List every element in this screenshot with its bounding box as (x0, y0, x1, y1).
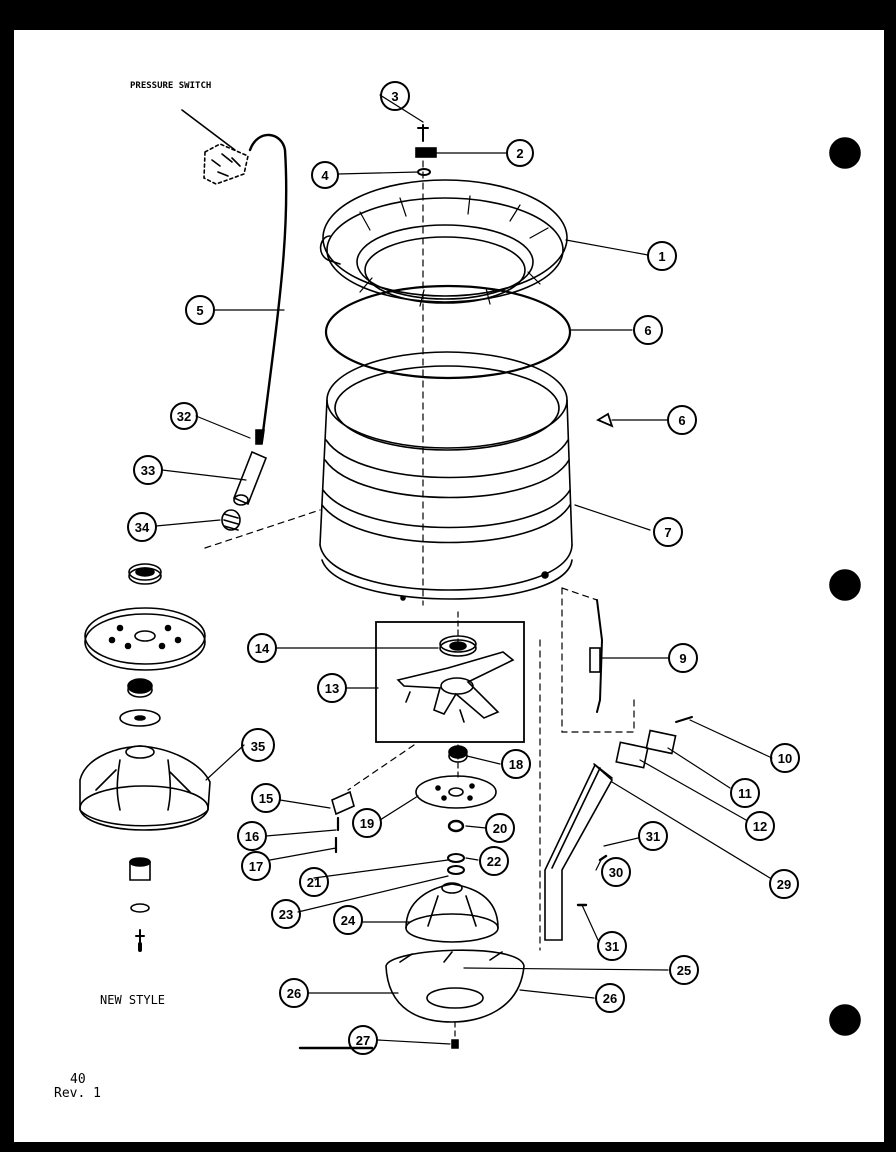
binder-hole-bottom (829, 1004, 861, 1036)
page-number: 40 (70, 1072, 86, 1087)
svg-text:23: 23 (279, 907, 293, 922)
svg-text:35: 35 (251, 739, 265, 754)
new-style-label: NEW STYLE (100, 993, 165, 1007)
tub-spider (396, 651, 515, 723)
callout-numbers: 1 2 3 4 5 6 6 7 8 9 10 11 12 13 14 15 16… (135, 89, 792, 1048)
switch-bracket (331, 790, 355, 854)
svg-text:11: 11 (738, 786, 752, 801)
svg-text:24: 24 (341, 913, 356, 928)
tub-ring (319, 179, 568, 307)
tub-gasket (324, 284, 572, 380)
svg-text:7: 7 (664, 525, 671, 540)
outer-tub (319, 351, 573, 601)
svg-text:31: 31 (605, 939, 619, 954)
brake-plate (415, 775, 497, 809)
svg-text:4: 4 (321, 168, 329, 183)
svg-text:2: 2 (516, 146, 523, 161)
pressure-switch-part (203, 143, 249, 185)
hose (248, 133, 288, 442)
svg-text:5: 5 (196, 303, 203, 318)
mounting-plate-inner (645, 729, 677, 755)
svg-text:18: 18 (509, 757, 523, 772)
binder-hole-middle (829, 569, 861, 601)
svg-text:19: 19 (360, 816, 374, 831)
svg-text:26: 26 (287, 986, 301, 1001)
washer (417, 168, 431, 176)
svg-text:6: 6 (644, 323, 651, 338)
svg-text:30: 30 (609, 865, 623, 880)
callout-leaders (155, 94, 773, 1045)
svg-text:1: 1 (658, 249, 665, 264)
screw (417, 124, 429, 142)
svg-text:6: 6 (678, 413, 685, 428)
svg-text:29: 29 (777, 877, 791, 892)
tub-clip (596, 412, 614, 428)
svg-text:14: 14 (255, 641, 270, 656)
svg-text:10: 10 (778, 751, 792, 766)
svg-text:34: 34 (135, 520, 150, 535)
svg-text:13: 13 (325, 681, 339, 696)
binder-hole-top (829, 137, 861, 169)
screw-small (675, 716, 693, 723)
bracket-rod (561, 587, 635, 733)
hose-fitting (232, 450, 268, 506)
revision-label: Rev. 1 (54, 1086, 101, 1101)
svg-text:22: 22 (487, 854, 501, 869)
clip (415, 147, 437, 158)
callout-circles (127, 81, 800, 1055)
svg-text:32: 32 (177, 409, 191, 424)
svg-text:25: 25 (677, 963, 691, 978)
spider-box (375, 621, 525, 743)
svg-text:9: 9 (679, 651, 686, 666)
svg-text:15: 15 (259, 791, 273, 806)
bottom-bolt (451, 1039, 459, 1049)
svg-text:3: 3 (391, 89, 398, 104)
pressure-switch-label: PRESSURE SWITCH (130, 81, 211, 91)
support-leg (544, 763, 614, 941)
new-style-parts (79, 563, 211, 952)
svg-text:26: 26 (603, 991, 617, 1006)
svg-text:33: 33 (141, 463, 155, 478)
gear-case-base (385, 949, 525, 1023)
bearing (439, 635, 477, 657)
svg-text:12: 12 (753, 819, 767, 834)
svg-text:31: 31 (646, 829, 660, 844)
svg-text:27: 27 (356, 1033, 370, 1048)
svg-text:17: 17 (249, 859, 263, 874)
svg-text:21: 21 (307, 875, 321, 890)
mounting-plate (615, 741, 649, 769)
hose-clamp (221, 509, 241, 531)
drive-pulley (405, 882, 499, 943)
svg-text:20: 20 (493, 821, 507, 836)
svg-text:16: 16 (245, 829, 259, 844)
